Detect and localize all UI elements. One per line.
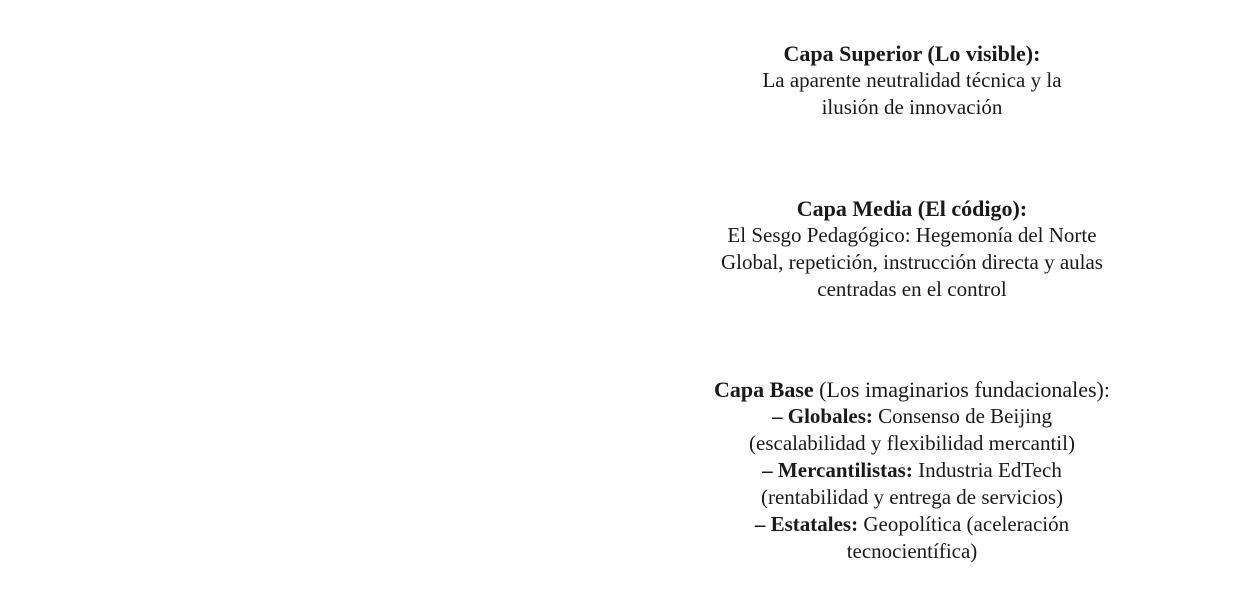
annotation-line: – Globales: Consenso de Beijing bbox=[772, 404, 1052, 428]
annotation-capa-superior: Capa Superior (Lo visible): La aparente … bbox=[662, 40, 1162, 121]
annotation-capa-base: Capa Base (Los imaginarios fundacionales… bbox=[662, 376, 1162, 565]
annotation-line: – Mercantilistas: Industria EdTech bbox=[762, 458, 1062, 482]
annotation-capa-media: Capa Media (El código): El Sesgo Pedagóg… bbox=[662, 195, 1162, 303]
annotation-title: Capa Media (El código): bbox=[796, 196, 1028, 221]
annotation-line: ilusión de innovación bbox=[821, 95, 1003, 119]
annotation-title: Capa Superior (Lo visible): bbox=[783, 41, 1041, 66]
annotation-line: – Estatales: Geopolítica (aceleración bbox=[754, 512, 1070, 536]
annotation-line: Global, repetición, instrucción directa … bbox=[721, 250, 1103, 274]
annotation-line: La aparente neutralidad técnica y la bbox=[762, 68, 1062, 92]
annotation-line: centradas en el control bbox=[817, 277, 1007, 301]
annotation-title: Capa Base (Los imaginarios fundacionales… bbox=[714, 377, 1110, 402]
annotation-line: tecnocientífica) bbox=[846, 539, 978, 563]
annotation-line: (rentabilidad y entrega de servicios) bbox=[760, 485, 1064, 509]
annotation-line: (escalabilidad y flexibilidad mercantil) bbox=[749, 431, 1075, 455]
annotation-line: El Sesgo Pedagógico: Hegemonía del Norte bbox=[727, 223, 1097, 247]
